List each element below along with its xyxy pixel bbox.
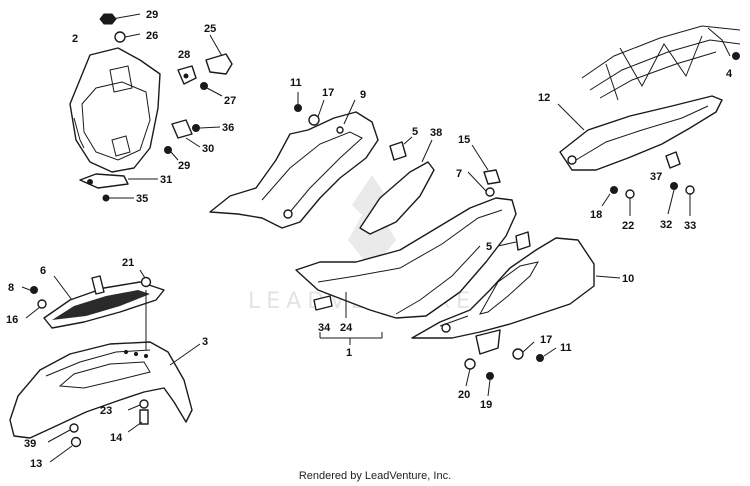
callout-11-left: 11 — [290, 77, 302, 89]
bolt-11-right — [512, 341, 557, 362]
callout-10: 10 — [622, 273, 634, 285]
callout-30: 30 — [202, 143, 214, 155]
bolts-32-33 — [667, 182, 695, 216]
callout-19: 19 — [480, 399, 492, 411]
front-fender — [9, 290, 201, 439]
nut-21 — [139, 269, 152, 288]
callout-11-right: 11 — [560, 342, 572, 354]
bracket-25 — [205, 34, 233, 75]
callout-21: 21 — [122, 257, 134, 269]
render-credit: Rendered by LeadVenture, Inc. — [298, 470, 452, 482]
callout-8: 8 — [8, 282, 14, 294]
side-panel-right — [411, 237, 621, 355]
clip-28 — [177, 65, 197, 85]
callout-31: 31 — [160, 174, 172, 186]
callout-14: 14 — [110, 432, 123, 444]
assembly-1-bracket — [319, 292, 383, 345]
callout-24: 24 — [340, 322, 353, 334]
clip-5-top — [389, 136, 413, 161]
callout-13: 13 — [30, 458, 42, 470]
callout-16: 16 — [6, 314, 18, 326]
bolt-27 — [200, 82, 223, 97]
callout-37: 37 — [650, 171, 662, 183]
callout-38: 38 — [430, 127, 442, 139]
callout-12: 12 — [538, 92, 550, 104]
callout-6: 6 — [40, 265, 46, 277]
callout-17-right: 17 — [540, 334, 552, 346]
rear-subframe — [581, 25, 741, 101]
side-panel-left — [209, 111, 379, 229]
headlight-mask — [69, 47, 161, 173]
clip-37 — [665, 151, 681, 169]
callout-1: 1 — [346, 347, 352, 359]
clip-5-mid — [497, 231, 531, 251]
callout-23: 23 — [100, 405, 112, 417]
callout-29-lower: 29 — [178, 160, 190, 172]
callout-28: 28 — [178, 49, 190, 61]
callout-26: 26 — [146, 30, 158, 42]
bolt-11-left — [294, 92, 356, 126]
nut-20-bolt-19 — [464, 358, 494, 397]
grommet-15 — [467, 144, 501, 197]
callout-5-top: 5 — [412, 126, 418, 138]
callout-4: 4 — [726, 68, 733, 80]
bolts-18-22 — [601, 186, 635, 216]
bolt-29-top — [99, 13, 141, 43]
front-number-plate — [43, 275, 165, 329]
clip-34 — [313, 295, 333, 311]
callout-32: 32 — [660, 219, 672, 231]
callout-34: 34 — [318, 322, 331, 334]
callout-2: 2 — [72, 33, 78, 45]
callout-25: 25 — [204, 23, 216, 35]
callout-15: 15 — [458, 134, 470, 146]
callout-18: 18 — [590, 209, 602, 221]
panel-38 — [359, 139, 435, 235]
bolt-23 — [127, 399, 149, 433]
callout-33: 33 — [684, 220, 696, 232]
washer-39-nut-13 — [47, 423, 82, 463]
callout-36: 36 — [222, 122, 234, 134]
callout-22: 22 — [622, 220, 634, 232]
callout-39: 39 — [24, 438, 36, 450]
seat-cover — [295, 197, 517, 319]
callout-3: 3 — [202, 336, 208, 348]
callout-35: 35 — [136, 193, 148, 205]
callout-29-top: 29 — [146, 9, 158, 21]
callout-27: 27 — [224, 95, 236, 107]
callout-5-mid: 5 — [486, 241, 492, 253]
bolt-8 — [21, 286, 47, 319]
callout-20: 20 — [458, 389, 470, 401]
rear-fender — [557, 95, 723, 171]
bracket-31-assembly — [79, 173, 158, 202]
bracket-30-assembly — [164, 119, 221, 161]
callout-7: 7 — [456, 168, 462, 180]
callout-9: 9 — [360, 89, 366, 101]
callout-17-left: 17 — [322, 87, 334, 99]
